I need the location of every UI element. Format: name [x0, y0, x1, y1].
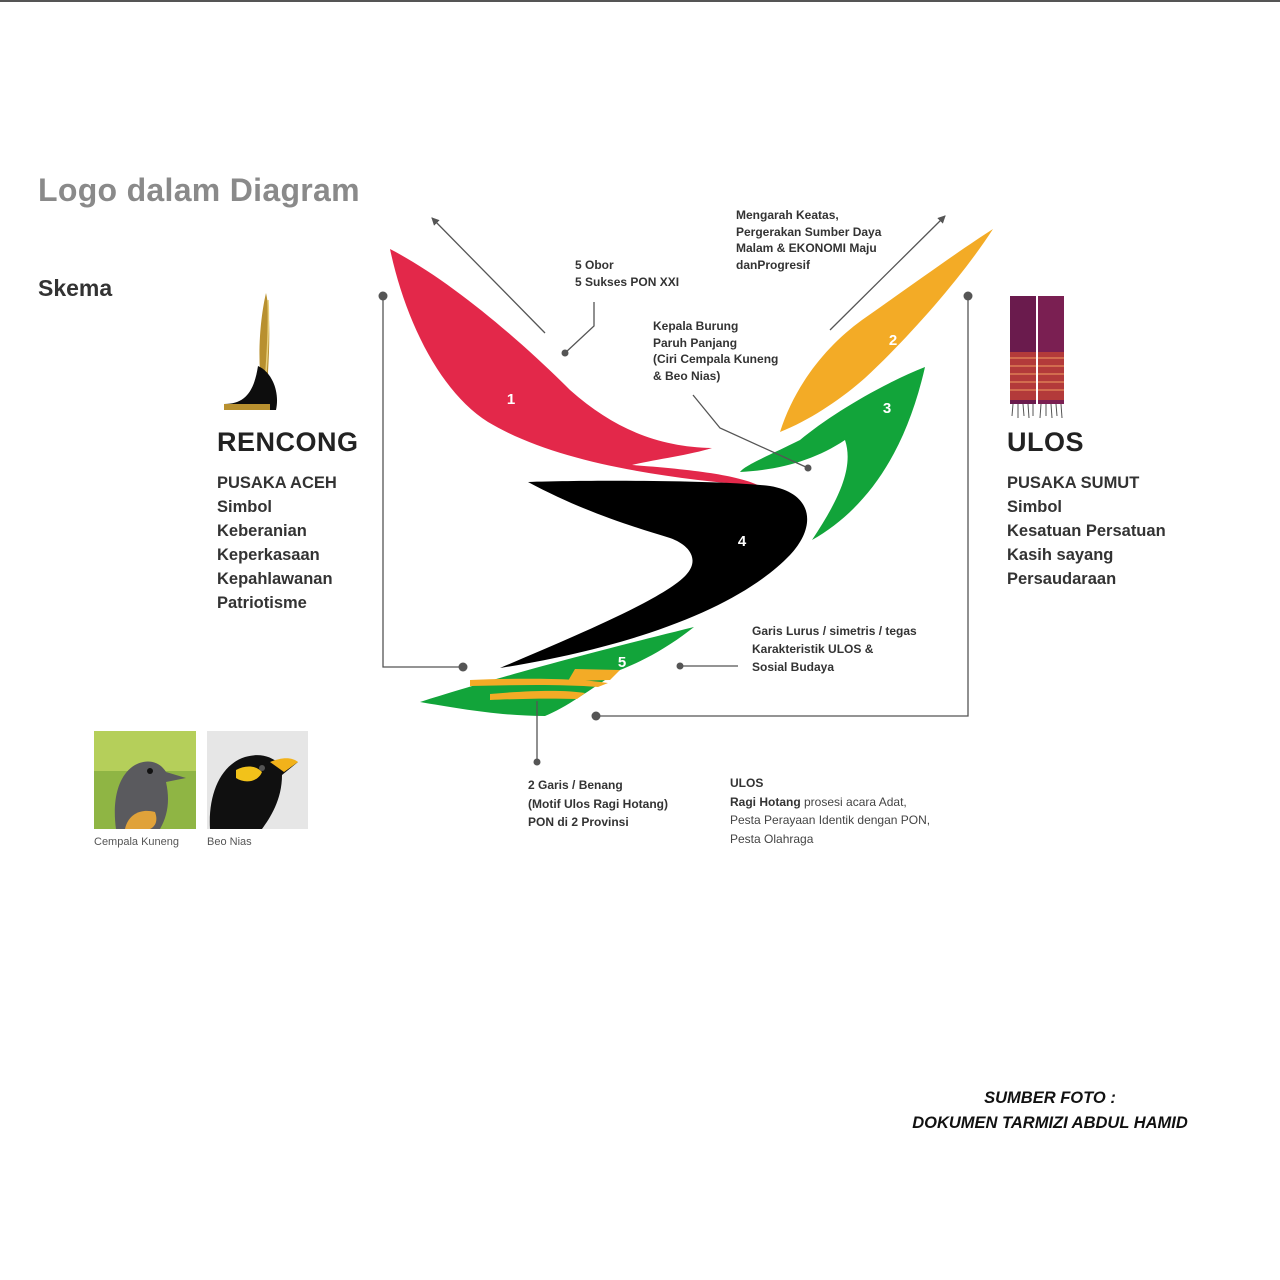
ulos-item: Simbol	[1007, 498, 1063, 516]
annotation-kepala: Kepala Burung Paruh Panjang (Ciri Cempal…	[653, 319, 779, 383]
annotation-ulos-note: ULOS Ragi Hotang prosesi acara Adat, Pes…	[730, 776, 931, 846]
segment-1-red-wing	[390, 249, 760, 486]
ulos-item: Persaudaraan	[1007, 570, 1117, 588]
segment-number-3: 3	[883, 400, 891, 417]
rencong-item: Patriotisme	[217, 594, 307, 612]
segment-number-5: 5	[618, 654, 626, 671]
tail-stripe-2	[470, 678, 608, 687]
top-border	[0, 0, 1280, 2]
annotation-garis-benang: 2 Garis / Benang (Motif Ulos Ragi Hotang…	[528, 778, 668, 829]
rencong-list: PUSAKA ACEH Simbol Keberanian Keperkasaa…	[217, 471, 337, 615]
rencong-item: Keperkasaan	[217, 546, 320, 564]
segment-4-black-body	[500, 480, 808, 668]
annotation-arah: Mengarah Keatas, Pergerakan Sumber Daya …	[736, 208, 882, 272]
rencong-item: Keberanian	[217, 522, 307, 540]
ulos-item: PUSAKA SUMUT	[1007, 474, 1140, 492]
segment-5-green-tail	[420, 627, 694, 716]
ulos-item: Kesatuan Persatuan	[1007, 522, 1166, 540]
bird-photo-beo	[207, 731, 308, 829]
bird-photo-cempala	[94, 731, 196, 829]
bird-caption-beo: Beo Nias	[207, 836, 252, 848]
logo-shapes	[390, 229, 993, 716]
tail-stripe-1	[568, 669, 620, 681]
ulos-item: Kasih sayang	[1007, 546, 1114, 564]
segment-number-4: 4	[738, 533, 747, 550]
annotation-obor: 5 Obor 5 Sukses PON XXI	[575, 258, 680, 289]
rencong-dagger-icon	[224, 293, 278, 410]
rencong-item: Simbol	[217, 498, 273, 516]
ulos-textile-icon	[1010, 296, 1064, 419]
rencong-item: Kepahlawanan	[217, 570, 333, 588]
tail-stripe-3	[490, 690, 585, 700]
segment-3-green-head	[740, 367, 925, 540]
ulos-title: ULOS	[1007, 427, 1085, 457]
bird-caption-cempala: Cempala Kuneng	[94, 836, 180, 848]
segment-2-orange-flame	[780, 229, 993, 432]
annotation-garis-lurus: Garis Lurus / simetris / tegas Karakteri…	[752, 624, 917, 674]
connector-dots	[378, 291, 973, 766]
section-subtitle: Skema	[38, 275, 113, 301]
photo-source: SUMBER FOTO : DOKUMEN TARMIZI ABDUL HAMI…	[912, 1089, 1188, 1132]
segment-number-2: 2	[889, 332, 897, 349]
rencong-title: RENCONG	[217, 427, 359, 457]
ulos-list: PUSAKA SUMUT Simbol Kesatuan Persatuan K…	[1007, 471, 1166, 591]
page-title: Logo dalam Diagram	[38, 172, 360, 208]
segment-number-1: 1	[507, 391, 515, 408]
connector-lines	[382, 215, 969, 762]
rencong-item: PUSAKA ACEH	[217, 474, 337, 492]
